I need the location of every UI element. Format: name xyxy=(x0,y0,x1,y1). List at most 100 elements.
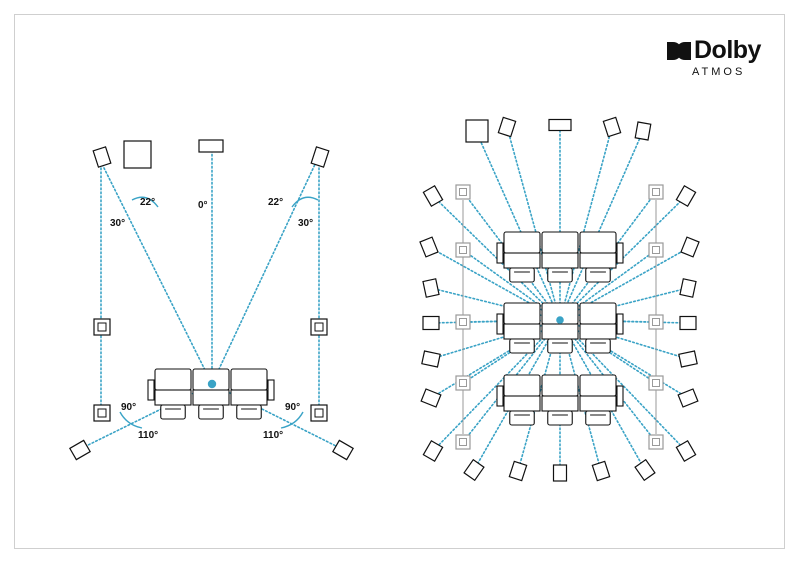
speaker-height xyxy=(455,434,471,450)
speaker-left-surround-upper xyxy=(93,318,111,336)
seat-footrest xyxy=(160,404,186,420)
speaker-box xyxy=(548,118,572,132)
speaker-ring xyxy=(680,236,700,258)
speaker-driver xyxy=(652,188,660,196)
speaker-box xyxy=(648,434,664,450)
speaker-ring xyxy=(422,185,444,207)
speaker-box xyxy=(648,314,664,330)
seat-back xyxy=(503,374,541,397)
dolby-atmos-logo: Dolby ATMOS xyxy=(664,36,774,84)
speaker-height xyxy=(455,375,471,391)
speaker-right-surround-upper xyxy=(310,318,328,336)
seat xyxy=(230,368,268,420)
speaker-box xyxy=(69,439,91,461)
speaker-height xyxy=(648,184,664,200)
speaker-ring xyxy=(675,185,697,207)
seat xyxy=(579,302,617,354)
speaker-height xyxy=(648,375,664,391)
label-rear-left: 110° xyxy=(138,430,158,441)
speakers xyxy=(69,116,700,482)
speaker-ring xyxy=(497,116,517,138)
seat xyxy=(541,302,579,354)
speaker-height xyxy=(648,434,664,450)
speaker-ring xyxy=(591,460,611,482)
seat-cushion xyxy=(192,389,230,406)
subwoofer xyxy=(123,140,152,169)
speaker-box xyxy=(419,236,439,258)
arm-left xyxy=(496,385,504,407)
seat-back xyxy=(541,231,579,254)
speaker-driver xyxy=(97,408,107,418)
seat xyxy=(541,374,579,426)
speaker-box xyxy=(552,464,568,482)
speaker-box xyxy=(678,350,698,368)
speaker-box xyxy=(310,404,328,422)
seat-back xyxy=(154,368,192,391)
arm-left xyxy=(147,379,155,401)
seat-cushion xyxy=(579,323,617,340)
speaker-box xyxy=(310,318,328,336)
label-front-center: 0° xyxy=(198,200,208,211)
ray-ring xyxy=(473,319,561,471)
speaker-box xyxy=(93,404,111,422)
speaker-box xyxy=(92,146,112,168)
speaker-box xyxy=(455,184,471,200)
speaker-box xyxy=(455,434,471,450)
seat-cushion xyxy=(579,395,617,412)
speaker-height xyxy=(648,242,664,258)
seat-cushion xyxy=(503,395,541,412)
speaker-box xyxy=(675,185,697,207)
speaker-driver xyxy=(652,246,660,254)
speaker-box xyxy=(634,458,656,482)
speaker-box xyxy=(677,388,699,408)
seat-cushion xyxy=(579,252,617,269)
speaker-driver xyxy=(652,318,660,326)
speaker-ring xyxy=(679,315,697,331)
speaker-driver xyxy=(459,188,467,196)
ray-ring xyxy=(559,319,687,452)
speaker-ring xyxy=(420,388,442,408)
speaker-front-right xyxy=(310,146,330,168)
seat xyxy=(503,231,541,283)
seat-footrest xyxy=(585,410,611,426)
arm-right xyxy=(267,379,275,401)
speaker-ring xyxy=(422,315,440,331)
seat-footrest xyxy=(509,410,535,426)
speaker-rear-right xyxy=(332,439,354,461)
speaker-ring xyxy=(677,388,699,408)
speaker-box xyxy=(591,460,611,482)
speaker-box xyxy=(455,242,471,258)
label-front-left-outer: 30° xyxy=(110,218,125,229)
arm-right xyxy=(616,385,624,407)
speaker-ring xyxy=(552,464,568,482)
speaker-box xyxy=(680,236,700,258)
ray-ring xyxy=(559,287,689,321)
seat xyxy=(503,302,541,354)
seat-back xyxy=(541,374,579,397)
seating xyxy=(147,231,624,426)
speaker-box xyxy=(420,388,442,408)
speaker-box xyxy=(602,116,622,138)
speaker-driver xyxy=(459,438,467,446)
label-front-right-inner: 22° xyxy=(268,197,283,208)
speaker-driver xyxy=(459,246,467,254)
seat-footrest xyxy=(198,404,224,420)
speaker-driver xyxy=(459,318,467,326)
seat-footrest xyxy=(236,404,262,420)
arc-front-right xyxy=(291,196,319,208)
speaker-driver xyxy=(652,379,660,387)
seat xyxy=(154,368,192,420)
seat xyxy=(192,368,230,420)
seat-back xyxy=(230,368,268,391)
speaker-box xyxy=(634,121,652,141)
seat-back xyxy=(579,302,617,325)
seat-footrest xyxy=(585,267,611,283)
listener-position xyxy=(556,316,564,324)
seat-back xyxy=(503,302,541,325)
speaker-ring xyxy=(679,278,697,298)
speaker-box xyxy=(497,116,517,138)
speaker-ring xyxy=(678,350,698,368)
speaker-ring xyxy=(634,121,652,141)
speaker-driver xyxy=(459,379,467,387)
